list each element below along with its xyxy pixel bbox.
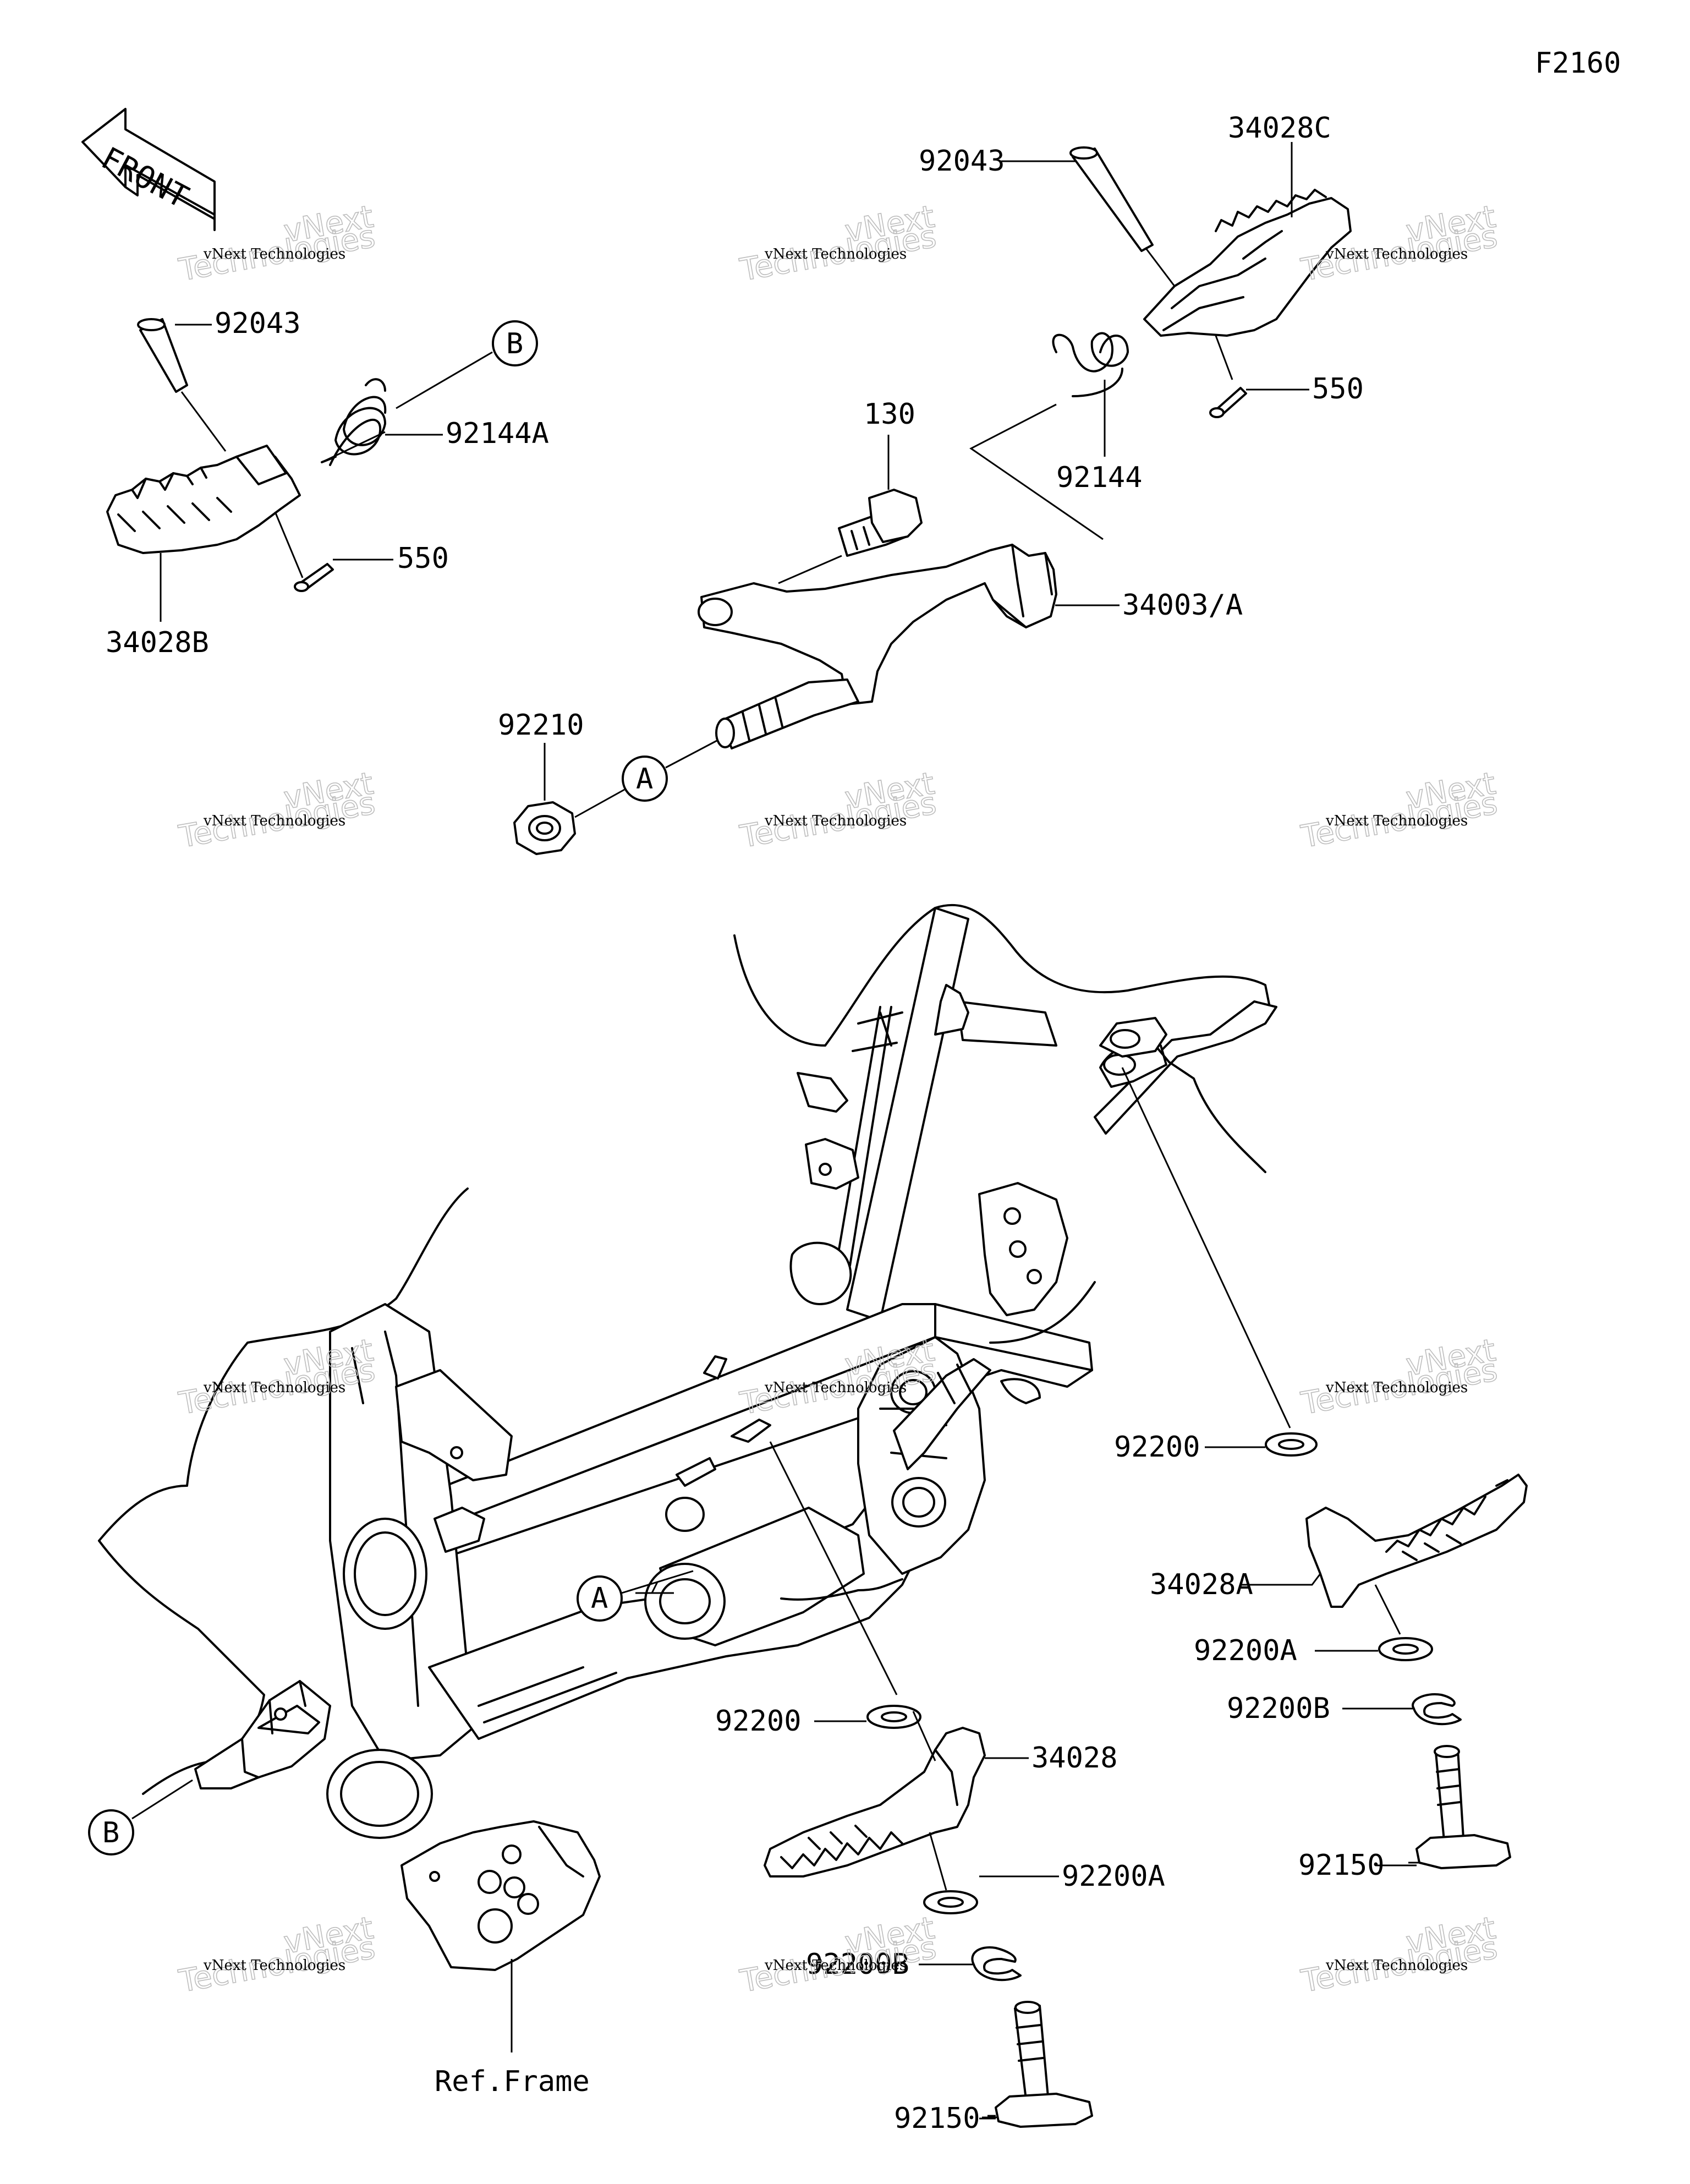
- footpeg-34028A-drawing: [1265, 1432, 1528, 1869]
- svg-text:vNext Technologies: vNext Technologies: [203, 246, 345, 262]
- label-92043-left: 92043: [215, 307, 301, 340]
- label-92144A: 92144A: [446, 417, 549, 450]
- svg-text:vNext Technologies: vNext Technologies: [203, 1380, 345, 1396]
- callout-A-frame-label: A: [591, 1582, 608, 1615]
- svg-text:vNext Technologies: vNext Technologies: [764, 1380, 907, 1396]
- footpeg-34028C-drawing: [1052, 146, 1352, 418]
- label-92150-mid: 92150: [894, 2102, 980, 2135]
- label-34028B: 34028B: [106, 626, 209, 659]
- footpeg-34028B-drawing: [106, 318, 387, 592]
- callout-B-top: [492, 320, 538, 366]
- callout-B-frame-label: B: [102, 1816, 119, 1849]
- label-92200-right: 92200: [1114, 1431, 1200, 1464]
- svg-text:vNext Technologies: vNext Technologies: [1325, 1957, 1468, 1974]
- svg-text:vNext Technologies: vNext Technologies: [1325, 1380, 1468, 1396]
- label-34003A: 34003/A: [1122, 589, 1243, 622]
- svg-text:vNext Technologies: vNext Technologies: [1325, 246, 1468, 262]
- svg-text:vNext Technologies: vNext Technologies: [1325, 813, 1468, 829]
- callout-B-frame: [88, 1809, 134, 1855]
- label-92043-right: 92043: [919, 145, 1005, 178]
- label-92200B-right: 92200B: [1227, 1692, 1330, 1725]
- callout-A-frame: [577, 1575, 623, 1622]
- label-34028A: 34028A: [1150, 1568, 1253, 1601]
- svg-text:vNext Technologies: vNext Technologies: [764, 1957, 907, 1974]
- footpeg-34028-drawing: [764, 1705, 1093, 2128]
- svg-text:vNext Technologies: vNext Technologies: [203, 1957, 345, 1974]
- label-92210: 92210: [498, 709, 584, 742]
- pedal-arm-34003A-drawing: [698, 544, 1057, 749]
- label-130: 130: [864, 398, 915, 431]
- bolt-130-drawing: [838, 489, 923, 557]
- svg-text:vNext Technologies: vNext Technologies: [764, 246, 907, 262]
- label-92200A-mid: 92200A: [1062, 1860, 1165, 1893]
- frame-drawing: [98, 904, 1277, 1971]
- front-arrow-icon: FRONT: [81, 108, 216, 231]
- callout-A-top: [622, 756, 668, 802]
- svg-text:vNext Technologies: vNext Technologies: [203, 813, 345, 829]
- label-34028: 34028: [1031, 1742, 1118, 1775]
- diagram-code: F2160: [1535, 47, 1621, 80]
- label-92144: 92144: [1056, 461, 1143, 494]
- label-92200A-right: 92200A: [1194, 1634, 1297, 1667]
- label-92200B-mid: 92200B: [806, 1948, 909, 1981]
- label-92150-right: 92150: [1298, 1849, 1385, 1882]
- callout-A-top-label: A: [636, 763, 653, 796]
- label-550-left: 550: [397, 542, 449, 575]
- callout-B-top-label: B: [506, 327, 523, 360]
- label-550-right: 550: [1312, 373, 1364, 406]
- svg-text:vNext Technologies: vNext Technologies: [764, 813, 907, 829]
- label-92200-mid: 92200: [715, 1705, 802, 1738]
- nut-92210-drawing: [513, 801, 576, 855]
- label-34028C: 34028C: [1228, 112, 1331, 145]
- label-ref-frame: Ref.Frame: [435, 2065, 590, 2098]
